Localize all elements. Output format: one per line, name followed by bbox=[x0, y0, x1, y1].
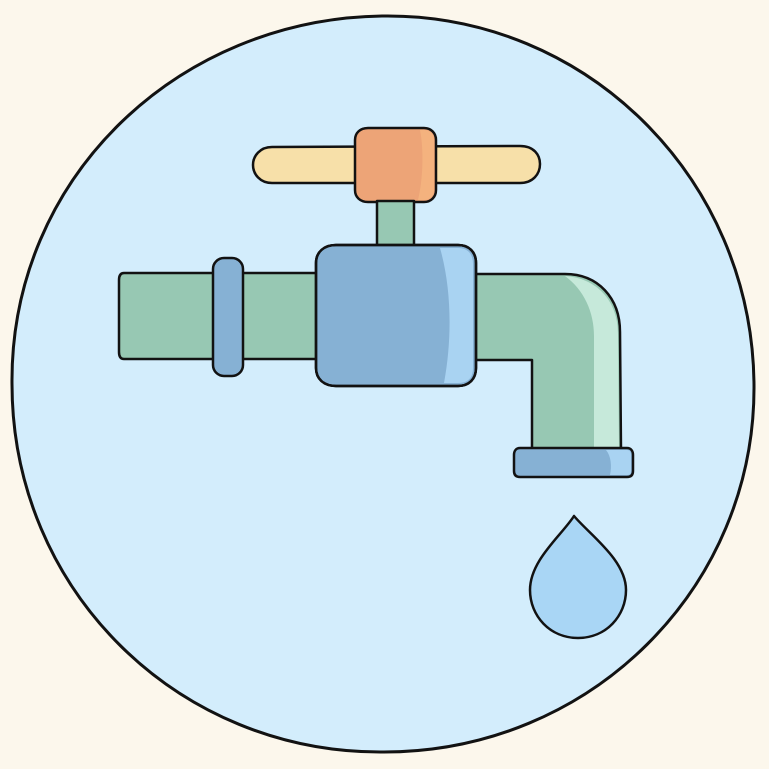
spout-elbow-highlight bbox=[565, 276, 619, 448]
faucet-icon bbox=[117, 126, 635, 479]
valve-body-outline bbox=[314, 243, 478, 388]
water-drop-icon bbox=[528, 514, 628, 640]
handle-knob bbox=[353, 126, 438, 204]
valve-body-highlight bbox=[440, 248, 473, 383]
nozzle-ring bbox=[512, 446, 635, 479]
handle-knob-highlight bbox=[418, 130, 434, 200]
pipe-ring bbox=[211, 256, 245, 378]
nozzle-ring-highlight bbox=[606, 450, 631, 475]
valve-stem bbox=[375, 199, 416, 250]
